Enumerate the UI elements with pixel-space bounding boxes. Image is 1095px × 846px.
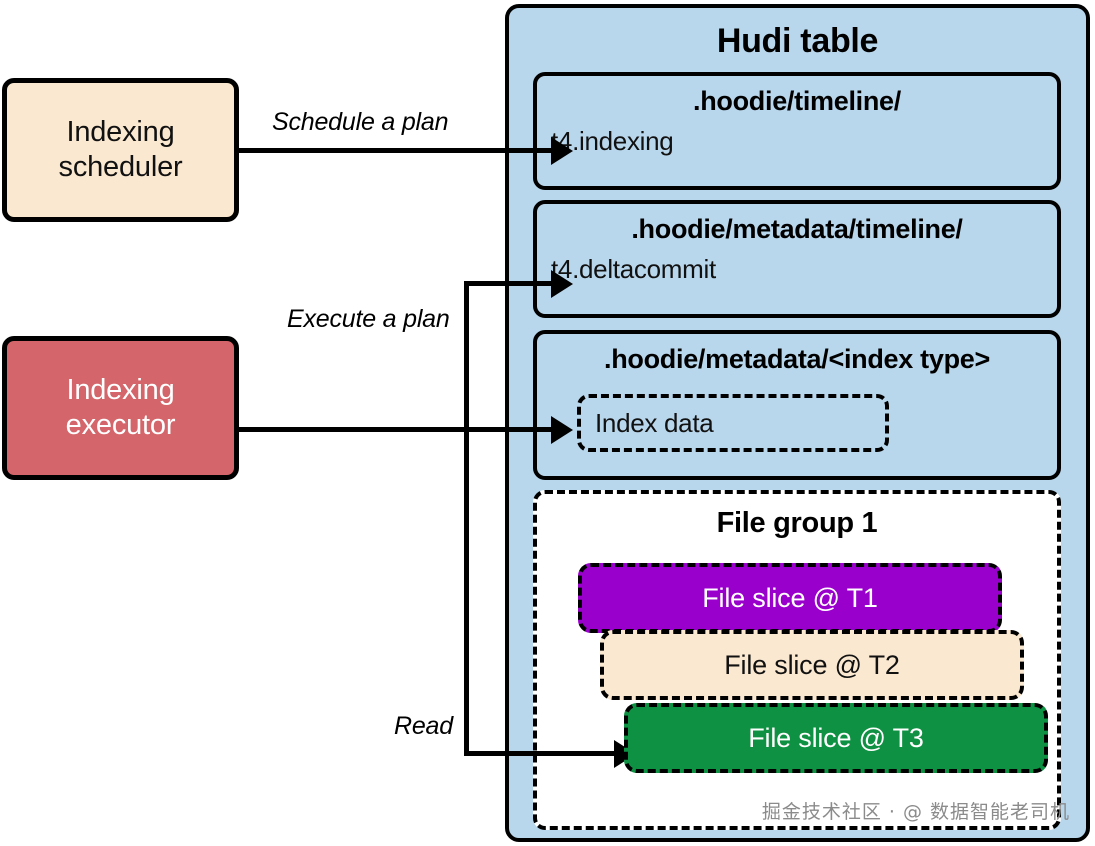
- indexing-executor-line2: executor: [65, 409, 176, 441]
- hudi-table-title: Hudi table: [716, 22, 879, 60]
- edge-schedule-line: [239, 148, 554, 153]
- edge-executor-bus: [464, 281, 469, 756]
- indexing-executor-line1: Indexing: [66, 373, 175, 406]
- index-data-box: Index data: [577, 394, 889, 452]
- edge-execute-label: Execute a plan: [287, 305, 450, 333]
- watermark: 掘金技术社区 · @ 数据智能老司机: [761, 801, 1070, 823]
- file-group-title: File group 1: [716, 507, 878, 539]
- indexing-scheduler-line2: scheduler: [58, 151, 183, 183]
- edge-schedule-arrowhead-icon: [551, 137, 573, 165]
- edge-execute-line: [464, 281, 554, 286]
- indexing-executor-box: Indexing executor: [2, 336, 239, 480]
- hoodie-metadata-indextype-box: .hoodie/metadata/<index type> Index data: [533, 330, 1061, 480]
- indexing-scheduler-box: Indexing scheduler: [2, 78, 239, 222]
- edge-index-line: [239, 427, 554, 432]
- file-slice-t1: File slice @ T1: [578, 563, 1002, 633]
- edge-schedule-label: Schedule a plan: [272, 108, 449, 136]
- indexing-scheduler-label: Indexing scheduler: [59, 115, 183, 186]
- file-slice-t2: File slice @ T2: [600, 630, 1024, 700]
- indexing-scheduler-line1: Indexing: [66, 115, 175, 148]
- hoodie-timeline-path: .hoodie/timeline/: [693, 86, 901, 116]
- indexing-executor-label: Indexing executor: [66, 373, 176, 444]
- hoodie-metadata-timeline-file: t4.deltacommit: [551, 254, 716, 284]
- hoodie-timeline-box: .hoodie/timeline/ t4.indexing: [533, 72, 1061, 190]
- edge-index-arrowhead-icon: [551, 416, 573, 444]
- edge-execute-arrowhead-icon: [551, 270, 573, 298]
- file-slice-t3: File slice @ T3: [624, 703, 1048, 773]
- edge-read-line: [464, 751, 619, 756]
- hoodie-metadata-indextype-path: .hoodie/metadata/<index type>: [604, 344, 990, 374]
- hoodie-metadata-timeline-path: .hoodie/metadata/timeline/: [631, 214, 963, 244]
- hoodie-metadata-timeline-box: .hoodie/metadata/timeline/ t4.deltacommi…: [533, 200, 1061, 318]
- edge-read-label: Read: [394, 712, 453, 740]
